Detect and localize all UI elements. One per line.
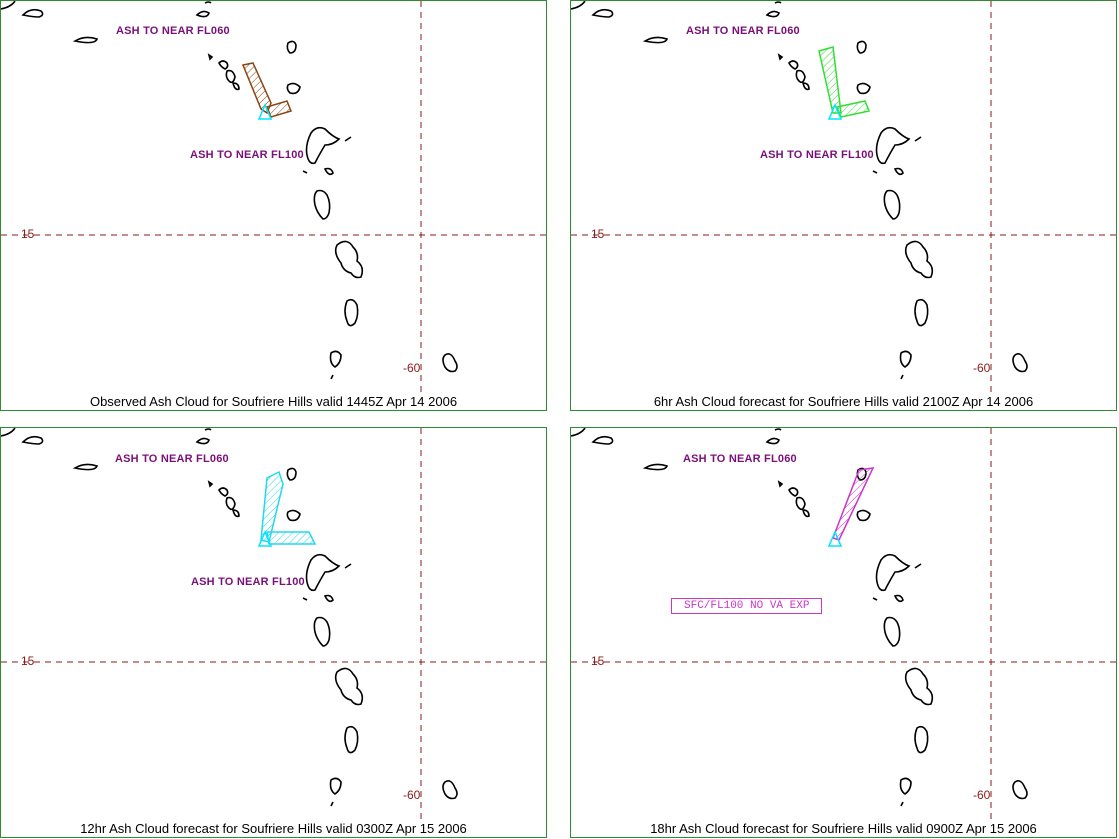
map-canvas: [571, 428, 1116, 824]
panel-caption: Observed Ash Cloud for Soufriere Hills v…: [89, 394, 458, 409]
ash-label-upper: ASH TO NEAR FL060: [683, 453, 797, 465]
vent-marker: [827, 530, 843, 547]
vent-marker: [257, 103, 273, 120]
ash-cloud-polygon: [265, 100, 293, 118]
ash-cloud-polygon: [832, 467, 875, 541]
ash-label-upper: ASH TO NEAR FL060: [686, 25, 800, 37]
panel-caption: 18hr Ash Cloud forecast for Soufriere Hi…: [650, 821, 1037, 836]
ash-cloud-polygon: [260, 470, 284, 543]
longitude-label: -60: [403, 788, 421, 802]
panel-caption: 6hr Ash Cloud forecast for Soufriere Hil…: [653, 394, 1034, 409]
vent-marker: [827, 103, 843, 120]
ash-cloud-polygon: [266, 531, 317, 545]
vent-marker: [257, 530, 273, 547]
latitude-label: 15: [21, 227, 35, 241]
longitude-label: -60: [973, 788, 991, 802]
no-volcanic-ash-box: SFC/FL100 NO VA EXP: [671, 598, 823, 614]
latitude-label: 15: [591, 227, 605, 241]
latitude-label: 15: [21, 654, 35, 668]
map-canvas: [1, 428, 546, 824]
ash-cloud-polygon: [818, 46, 842, 114]
longitude-label: -60: [403, 361, 421, 375]
map-panel-observed: ASH TO NEAR FL060 ASH TO NEAR FL100 15 -…: [0, 0, 547, 411]
map-panel-12hr: ASH TO NEAR FL060 ASH TO NEAR FL100 15 -…: [0, 427, 547, 838]
ash-cloud-polygon: [241, 62, 272, 115]
map-canvas: [1, 1, 546, 397]
ash-label-lower: ASH TO NEAR FL100: [760, 149, 874, 161]
ash-label-upper: ASH TO NEAR FL060: [116, 25, 230, 37]
ash-label-upper: ASH TO NEAR FL060: [115, 453, 229, 465]
ash-label-lower: ASH TO NEAR FL100: [190, 149, 304, 161]
ash-label-lower: ASH TO NEAR FL100: [191, 576, 305, 588]
map-panel-6hr: ASH TO NEAR FL060 ASH TO NEAR FL100 15 -…: [570, 0, 1117, 411]
map-panel-18hr: ASH TO NEAR FL060 SFC/FL100 NO VA EXP 15…: [570, 427, 1117, 838]
latitude-label: 15: [591, 654, 605, 668]
panel-caption: 12hr Ash Cloud forecast for Soufriere Hi…: [80, 821, 467, 836]
ash-cloud-polygon: [835, 100, 871, 118]
longitude-label: -60: [973, 361, 991, 375]
map-canvas: [571, 1, 1116, 397]
